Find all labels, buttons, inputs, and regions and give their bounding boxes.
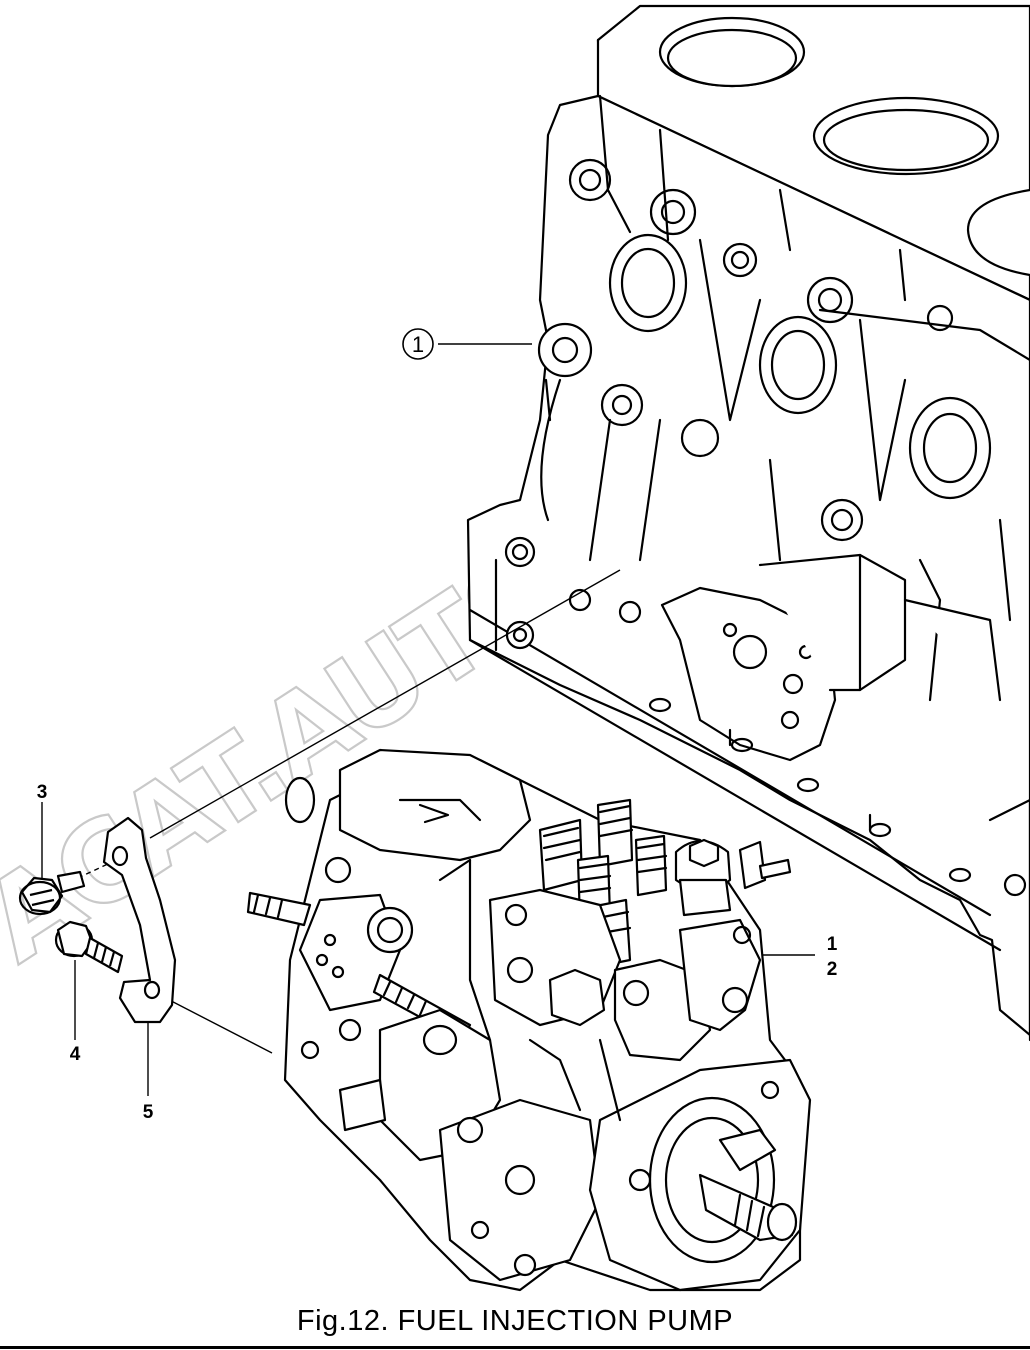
callout-1-pump: 1 <box>827 934 838 955</box>
flange-nut-drawing <box>18 870 86 916</box>
callout-3-nut: 3 <box>37 782 48 803</box>
flange-bolt-drawing <box>54 920 124 974</box>
callout-4-bolt: 4 <box>70 1044 81 1065</box>
fuel-injection-pump-drawing <box>246 748 812 1292</box>
callout-block: 1 <box>402 328 434 360</box>
bottom-rule <box>0 1346 1030 1349</box>
callout-circle <box>402 328 434 360</box>
figure-caption: Fig.12. FUEL INJECTION PUMP <box>296 1305 734 1337</box>
callout-5-bracket: 5 <box>143 1102 154 1123</box>
callout-1-block: 1 <box>412 332 424 357</box>
cylinder-block-drawing <box>466 4 1030 1042</box>
callout-2-pump: 2 <box>827 959 838 980</box>
pump-stay-bracket <box>102 816 177 1024</box>
